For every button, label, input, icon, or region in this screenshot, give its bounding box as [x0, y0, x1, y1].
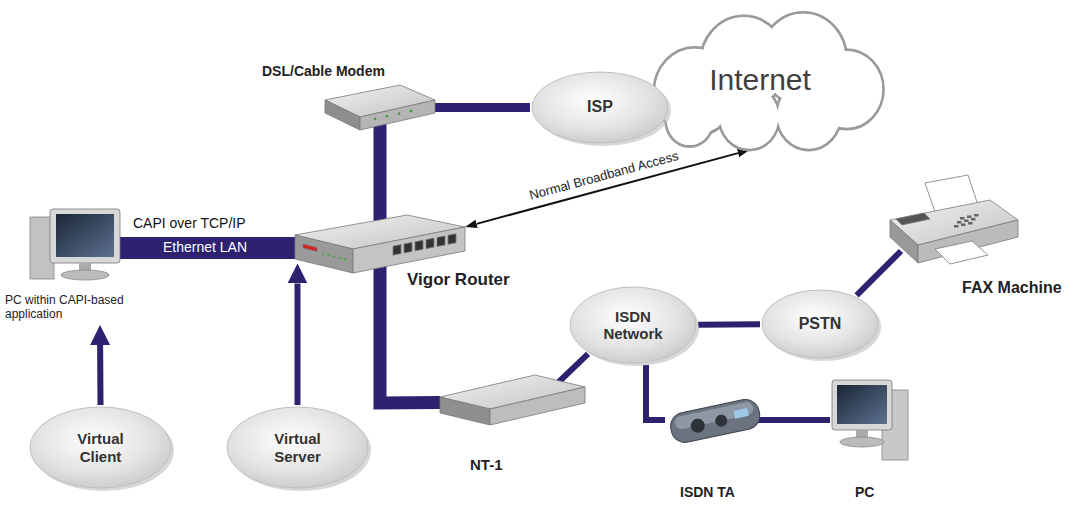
network-ellipse-node: ISDN Network — [568, 285, 698, 365]
network-link — [435, 103, 530, 112]
cloud-lobe — [667, 97, 712, 146]
ta-illustration — [665, 392, 765, 448]
annotation-label: CAPI over TCP/IP — [133, 216, 246, 231]
device-front — [918, 220, 1018, 263]
ta-case — [668, 397, 762, 445]
node-label: Vigor Router — [407, 269, 557, 291]
arrow-connector — [294, 283, 300, 405]
network-ellipse-node: Virtual Server — [225, 405, 370, 490]
ta-knob — [690, 417, 707, 434]
status-led — [327, 254, 329, 256]
node-label: PSTN — [760, 288, 880, 360]
status-led — [386, 115, 389, 118]
ethernet-port — [404, 242, 412, 253]
ethernet-port — [426, 238, 434, 249]
ethernet-port — [448, 234, 456, 245]
fax-key — [967, 216, 972, 219]
ta-highlight — [674, 401, 755, 430]
node-label: Virtual Server — [260, 405, 335, 490]
fax-key — [964, 220, 969, 223]
device-node: ISDN TA — [665, 392, 765, 448]
device-node: NT-1 — [440, 375, 585, 430]
fax-key — [957, 221, 962, 224]
network-link — [857, 251, 901, 295]
fax-key — [960, 217, 965, 220]
fax-key — [954, 225, 959, 228]
node-label: PC within CAPI-based application — [5, 291, 180, 325]
device-node: PC within CAPI-based application — [25, 205, 175, 325]
status-led — [322, 253, 324, 255]
network-ellipse-node: PSTN — [760, 288, 880, 360]
ta-display — [734, 408, 749, 419]
device-front — [360, 100, 435, 130]
monitor-screen — [56, 214, 114, 257]
network-link — [646, 365, 665, 420]
monitor-base — [61, 270, 109, 280]
modem-illustration — [325, 85, 435, 135]
device-side — [440, 397, 490, 425]
node-label: ISDN Network — [588, 285, 678, 365]
device-side — [295, 235, 353, 273]
node-label: PC — [855, 482, 895, 502]
fax-key — [961, 224, 966, 227]
device-node: Vigor Router — [295, 213, 465, 283]
ta-body — [668, 397, 762, 445]
status-led — [333, 256, 335, 258]
ethernet-port — [393, 245, 401, 256]
monitor-frame — [832, 380, 892, 430]
status-led — [338, 257, 340, 259]
fax-paper — [935, 241, 988, 264]
ethernet-port — [415, 240, 423, 251]
network-link — [755, 417, 830, 423]
device-front — [353, 227, 465, 273]
status-led — [374, 118, 377, 121]
ta-knob — [714, 414, 728, 428]
connector-group — [100, 108, 901, 421]
node-label: DSL/Cable Modem — [262, 61, 462, 81]
device-side — [325, 100, 360, 130]
node-label: NT-1 — [470, 455, 540, 475]
monitor-frame — [50, 209, 120, 263]
device-node: DSL/Cable Modem — [325, 85, 435, 135]
network-ellipse-node: Virtual Client — [28, 405, 173, 490]
fax-key — [968, 222, 973, 225]
monitor-base — [840, 437, 884, 447]
device-node: PC — [830, 376, 910, 464]
fax-illustration — [880, 175, 1020, 270]
monitor-screen — [837, 385, 887, 424]
fax-handset — [896, 213, 930, 225]
arrow-connector — [477, 153, 738, 224]
node-label: Virtual Client — [63, 405, 138, 490]
brand-badge — [303, 244, 317, 252]
network-link — [374, 120, 387, 224]
node-label: ISP — [530, 70, 670, 145]
node-label: ISDN TA — [680, 482, 780, 502]
fax-key — [971, 218, 976, 221]
arrow-connector — [97, 345, 103, 405]
network-link — [698, 321, 760, 327]
pcR-illustration — [830, 376, 910, 464]
nt1-illustration — [440, 375, 585, 430]
network-ellipse-node: ISP — [530, 70, 670, 145]
device-side — [890, 220, 918, 263]
status-led — [344, 258, 346, 260]
network-link — [115, 237, 295, 259]
status-led — [398, 112, 401, 115]
device-front — [490, 387, 585, 425]
cloud-node: Internet — [630, 10, 890, 150]
ethernet-port — [437, 236, 445, 247]
fax-key — [974, 214, 979, 217]
node-label: FAX Machine — [962, 278, 1081, 298]
status-led — [410, 110, 413, 113]
device-node: FAX Machine — [880, 175, 1020, 270]
node-label: Internet — [630, 10, 890, 150]
